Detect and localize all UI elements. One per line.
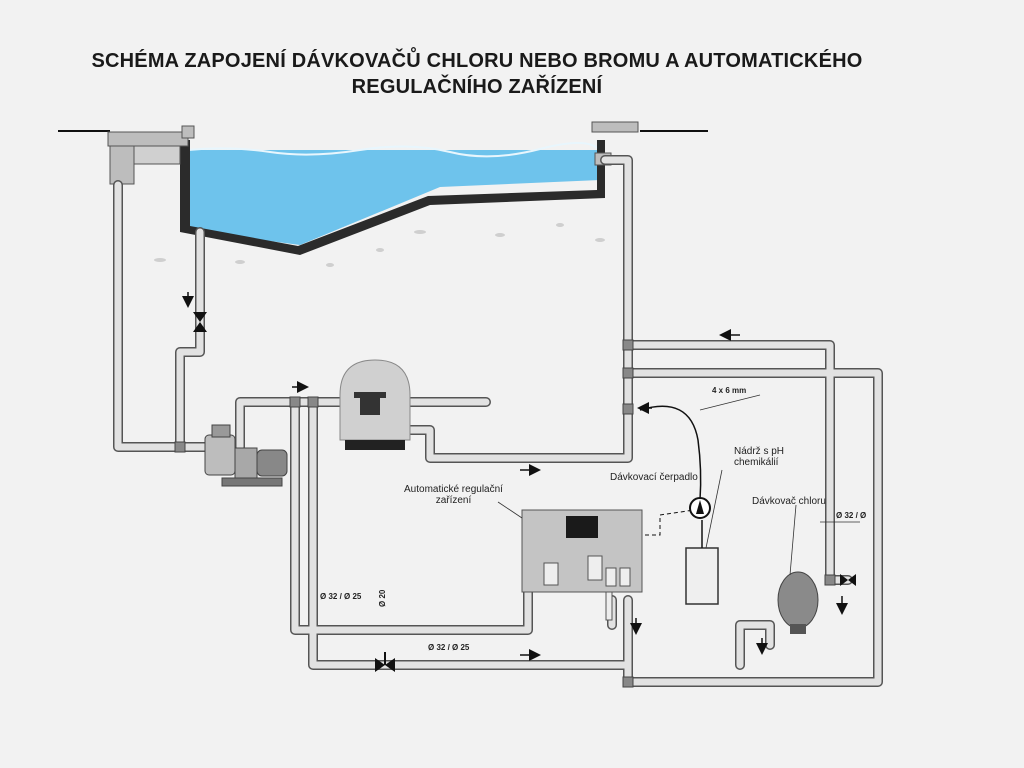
dim-pipe-3: Ø 32 / Ø 25 [428,643,470,652]
pipe-fittings [174,339,836,688]
circulation-pump [204,424,288,487]
ph-chemical-tank [685,547,719,605]
label-dosing-pump: Dávkovací čerpadlo [610,472,698,483]
bypass-valve [375,652,395,672]
chlorinator-valve [840,574,856,586]
label-chlorinator: Dávkovač chloru [752,496,826,507]
automatic-regulator-unit [521,509,643,621]
flow-arrows [182,292,848,661]
sand-filter [339,359,411,450]
pool-water [188,150,600,245]
signal-line [605,509,695,552]
dim-tube: 4 x 6 mm [712,386,747,395]
dosing-tube [639,405,702,501]
label-leaders [497,394,860,576]
pool-shell [180,140,605,255]
dim-pipe-2: Ø 20 [378,589,387,607]
chlorinator-vessel [777,571,819,634]
dim-pipe-4: Ø 32 / Ø [836,511,867,520]
dosing-pump [689,497,711,519]
skimmer [107,125,195,185]
dim-pipe-1: Ø 32 / Ø 25 [320,592,362,601]
drain-valve [193,312,207,332]
ground-texture [154,223,605,267]
diagram-title-line2: REGULAČNÍHO ZAŘÍZENÍ [351,76,603,98]
diagram-title-line1: SCHÉMA ZAPOJENÍ DÁVKOVAČŮ CHLORU NEBO BR… [91,50,863,72]
